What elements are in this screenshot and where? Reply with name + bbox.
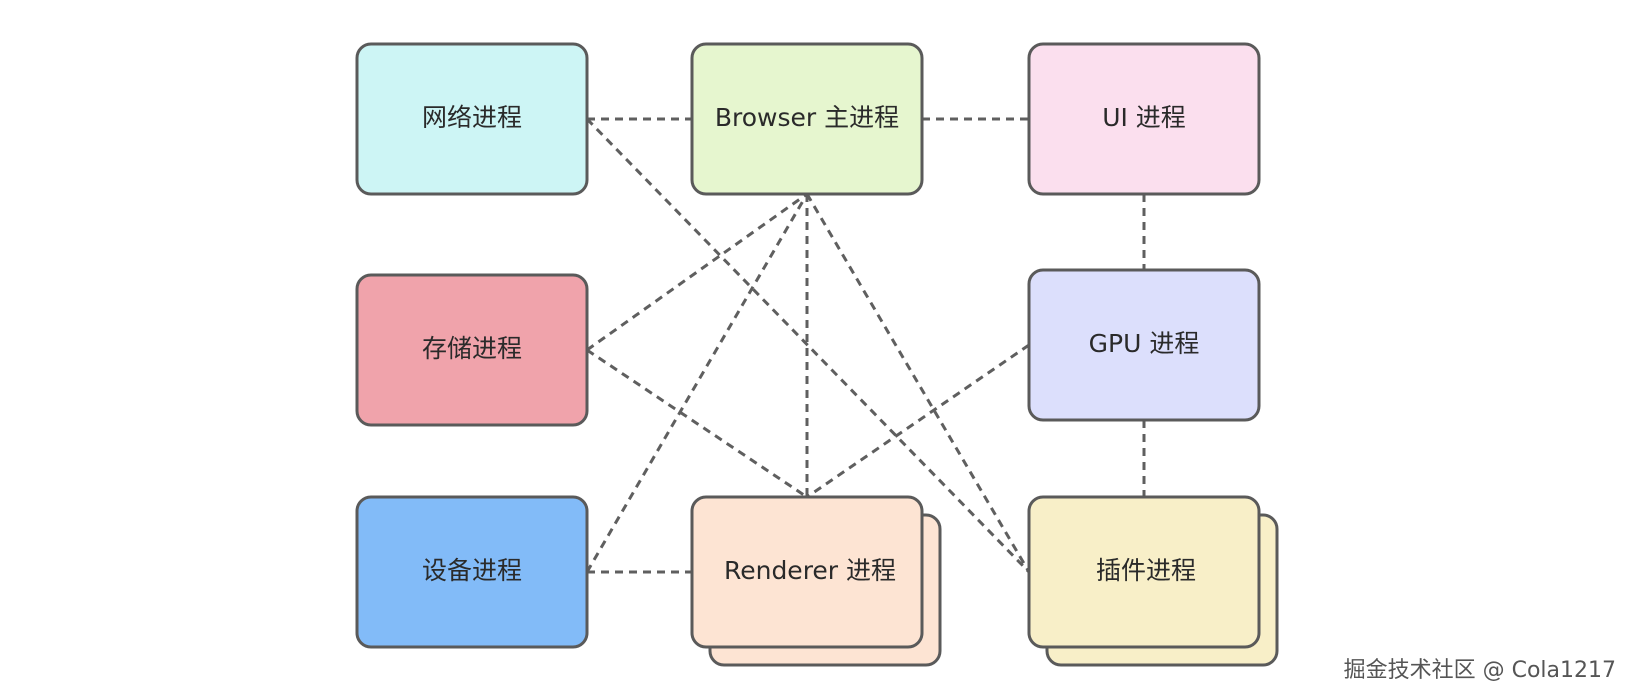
plugin-process-label: 插件进程 — [1096, 556, 1196, 585]
edge-gpu-renderer — [806, 343, 1030, 499]
nodes-layer: 网络进程 Browser 主进程 UI 进程 存储进程 GPU 进程 设备进程 … — [355, 42, 1279, 667]
edge-storage-browser — [586, 192, 808, 352]
renderer-process-label: Renderer 进程 — [724, 556, 896, 585]
plugin-process-node: 插件进程 — [1027, 495, 1279, 667]
network-process-node: 网络进程 — [355, 42, 589, 196]
network-process-box — [355, 42, 589, 196]
browser-process-box — [690, 42, 924, 196]
gpu-process-box — [1027, 268, 1261, 422]
ui-process-label: UI 进程 — [1102, 103, 1186, 132]
ui-process-node: UI 进程 — [1027, 42, 1261, 196]
browser-process-label: Browser 主进程 — [715, 103, 899, 132]
edge-storage-renderer — [586, 348, 808, 499]
edge-device-browser — [585, 193, 809, 573]
browser-process-node: Browser 主进程 — [690, 42, 924, 196]
network-process-label: 网络进程 — [422, 103, 522, 132]
gpu-process-node: GPU 进程 — [1027, 268, 1261, 422]
storage-process-node: 存储进程 — [355, 273, 589, 427]
device-process-label: 设备进程 — [422, 556, 522, 585]
ui-process-box — [1027, 42, 1261, 196]
storage-process-box — [355, 273, 589, 427]
plugin-process-box — [1027, 495, 1261, 649]
edge-network-plugin — [585, 117, 1031, 574]
gpu-process-label: GPU 进程 — [1089, 329, 1200, 358]
watermark: 掘金技术社区 @ Cola1217 — [1343, 658, 1616, 683]
edges-layer — [585, 117, 1146, 574]
renderer-process-node: Renderer 进程 — [690, 495, 942, 667]
renderer-process-box — [690, 495, 924, 649]
edge-browser-plugin — [805, 193, 1031, 573]
device-process-box — [355, 495, 589, 649]
storage-process-label: 存储进程 — [422, 334, 522, 363]
device-process-node: 设备进程 — [355, 495, 589, 649]
